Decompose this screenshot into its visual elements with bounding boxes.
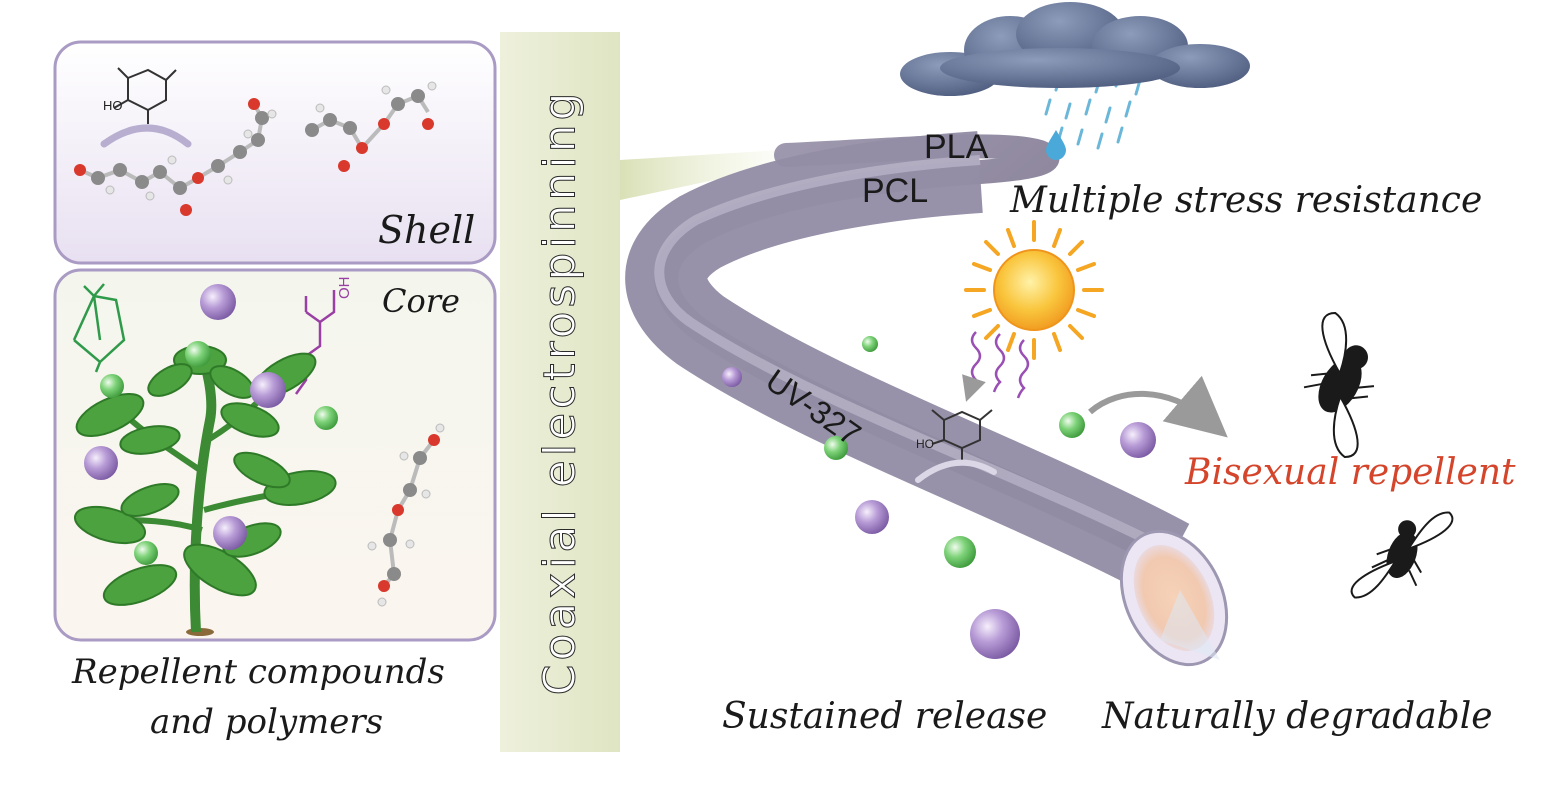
eucalyptol-structure <box>72 283 126 373</box>
ho-label: HO <box>103 98 123 113</box>
core-spheres <box>84 284 338 565</box>
fiber-benzotriazole-arc <box>915 459 997 483</box>
rain-cloud-icon <box>900 2 1250 160</box>
core-panel: OH <box>53 268 497 642</box>
release-arrow <box>1088 375 1228 438</box>
process-label: Coaxial electrospinning <box>534 88 586 696</box>
pla-label: PLA <box>924 128 989 166</box>
ho-label-fiber: HO <box>916 437 934 451</box>
pcl-label: PCL <box>862 172 929 210</box>
sun-icon <box>962 220 1104 402</box>
process-band <box>500 32 620 752</box>
alcohol-structure <box>294 290 336 395</box>
spinning-beam <box>620 150 780 200</box>
coaxial-fiber <box>625 131 1229 667</box>
oh-label: OH <box>336 277 353 300</box>
polylactide-molecule <box>305 81 437 172</box>
uv327-structure-shell <box>113 67 177 124</box>
left-caption-line2: and polymers <box>150 702 384 742</box>
uv327-structure-fiber <box>931 409 993 460</box>
released-spheres <box>722 336 1156 659</box>
sustained-release-label: Sustained release <box>722 696 1048 737</box>
fly-large-icon <box>1303 312 1375 458</box>
naturally-degradable-label: Naturally degradable <box>1102 696 1493 737</box>
bisexual-repellent-label: Bisexual repellent <box>1185 452 1516 493</box>
core-label: Core <box>382 282 460 320</box>
fly-small-icon <box>1350 511 1454 599</box>
shell-label: Shell <box>378 208 476 252</box>
glycol-molecule <box>367 423 445 607</box>
polycaprolactone-molecule <box>74 98 277 216</box>
benzotriazole-arc <box>100 124 192 148</box>
shell-panel: HO <box>53 40 497 265</box>
stress-resistance-label: Multiple stress resistance <box>1010 180 1483 221</box>
left-caption-line1: Repellent compounds <box>72 652 445 692</box>
